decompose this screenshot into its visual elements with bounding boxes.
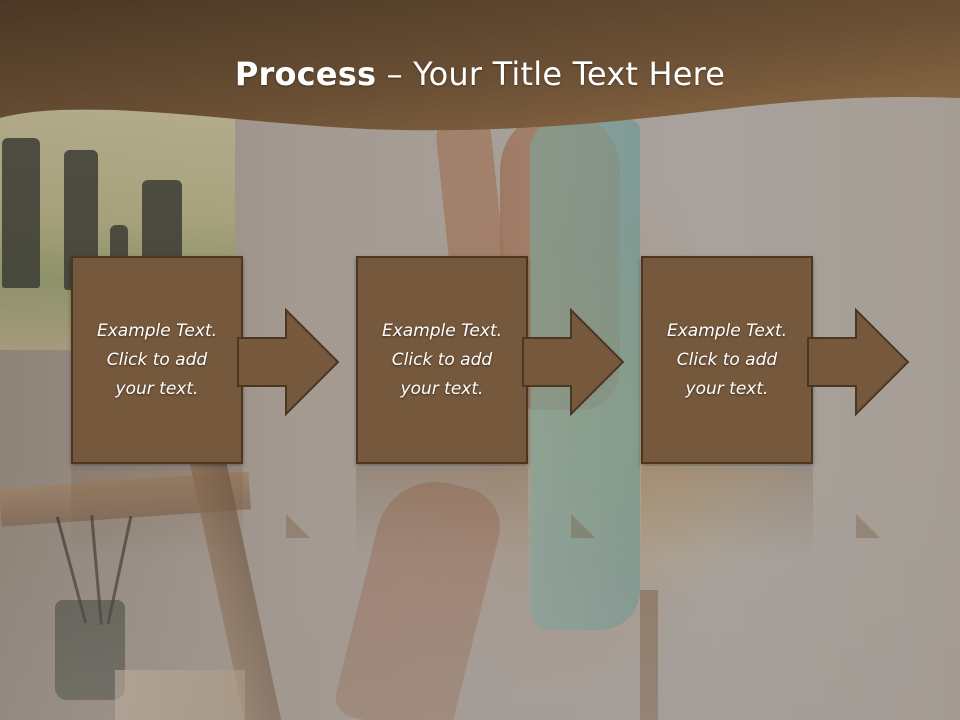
bottle-shape <box>142 180 182 270</box>
background-fade <box>0 470 960 720</box>
background-jar <box>55 600 125 700</box>
step-box[interactable]: Example Text. Click to add your text. <box>356 256 528 464</box>
arrow-right-icon[interactable] <box>521 308 625 416</box>
bottle-shape <box>2 138 40 288</box>
step-text-line: Example Text. <box>96 320 218 341</box>
step-reflection <box>71 468 243 558</box>
step-box[interactable]: Example Text. Click to add your text. <box>71 256 243 464</box>
step-text-line: Click to add <box>676 349 778 370</box>
step-text-line: your text. <box>685 378 769 399</box>
step-text-line: Example Text. <box>381 320 503 341</box>
step-text-line: Example Text. <box>666 320 788 341</box>
arrow-right-icon[interactable] <box>236 308 340 416</box>
step-box[interactable]: Example Text. Click to add your text. <box>641 256 813 464</box>
step-text: Example Text. Click to add your text. <box>77 317 237 404</box>
title-bold: Process <box>234 55 377 93</box>
arrow-reflection <box>571 514 595 538</box>
step-text-line: Click to add <box>106 349 208 370</box>
arrow-reflection <box>856 514 880 538</box>
step-text: Example Text. Click to add your text. <box>362 317 522 404</box>
step-text-line: your text. <box>400 378 484 399</box>
step-reflection <box>641 468 813 558</box>
arrow-right-icon[interactable] <box>806 308 910 416</box>
step-text-line: your text. <box>115 378 199 399</box>
background-palette <box>115 670 245 720</box>
step-text-line: Click to add <box>391 349 493 370</box>
title-rest: – Your Title Text Here <box>376 55 726 93</box>
slide-title[interactable]: Process – Your Title Text Here <box>0 52 960 96</box>
header-banner <box>0 0 960 131</box>
step-reflection <box>356 468 528 558</box>
arrow-reflection <box>286 514 310 538</box>
step-text: Example Text. Click to add your text. <box>647 317 807 404</box>
background-stool <box>640 590 658 720</box>
